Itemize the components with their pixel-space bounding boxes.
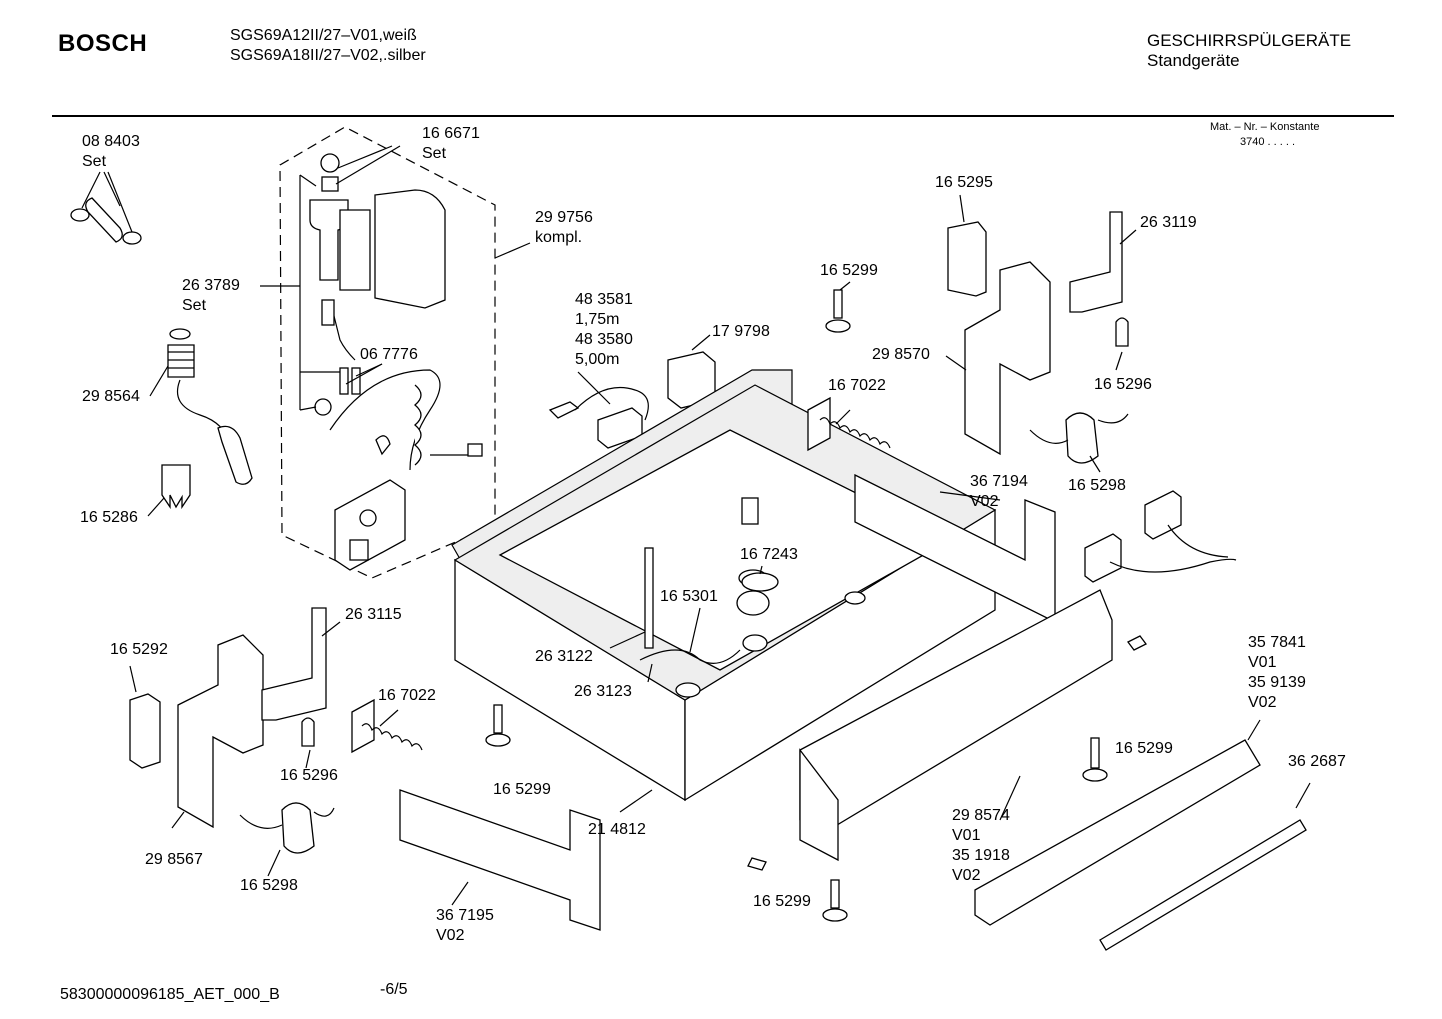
callout-label: 26 3123 bbox=[574, 683, 632, 700]
part-298574-plinth-front bbox=[799, 589, 1113, 862]
callout-label: 16 5295 bbox=[935, 174, 993, 191]
part-357841-kickplate bbox=[974, 719, 1261, 926]
callout-label: 16 7022 bbox=[828, 377, 886, 394]
part-263115-bracket bbox=[261, 607, 341, 721]
part-165298-sensor-left bbox=[239, 802, 335, 877]
callout-label: 16 5299 bbox=[820, 262, 878, 279]
part-165292-cover bbox=[129, 665, 161, 769]
part-165298-sensor-right bbox=[1029, 412, 1129, 473]
part-165299-foot-d bbox=[747, 635, 1147, 922]
part-367195-plinth-left bbox=[399, 789, 601, 931]
part-165299-foot-a bbox=[825, 281, 851, 333]
doc-id: 58300000096185_AET_000_B bbox=[60, 986, 280, 1003]
callout-label: 29 8567 bbox=[145, 851, 203, 868]
part-167243-gasket bbox=[741, 565, 779, 592]
callout-label: 21 4812 bbox=[588, 821, 646, 838]
part-167022-spring-right bbox=[807, 396, 891, 452]
callout-label: 17 9798 bbox=[712, 323, 770, 340]
part-167022-spring-left bbox=[351, 698, 423, 754]
callout-label: 26 3119 bbox=[1140, 214, 1197, 231]
part-298567-plate bbox=[171, 634, 264, 829]
part-263123-cable bbox=[609, 607, 741, 683]
callout-label: 29 8570 bbox=[872, 346, 930, 363]
part-valve-block bbox=[334, 479, 406, 571]
callout-label: 26 3122 bbox=[535, 648, 593, 665]
callout-label: 16 5298 bbox=[1068, 477, 1126, 494]
callout-label: 26 3115 bbox=[345, 606, 402, 623]
callout-label: 16 5298 bbox=[240, 877, 298, 894]
part-067776-clips bbox=[300, 363, 383, 395]
part-298570-plate bbox=[945, 261, 1051, 456]
part-214812-base-tub bbox=[451, 369, 997, 813]
callout-label: 16 7243 bbox=[740, 546, 798, 563]
model-line-2: SGS69A18II/27–V02,.silber bbox=[230, 47, 426, 64]
part-362687-trim bbox=[1099, 782, 1311, 951]
part-298564-spring-hose bbox=[149, 328, 253, 485]
callout-label: 16 5292 bbox=[110, 641, 168, 658]
part-165296-clip-left bbox=[301, 717, 315, 769]
part-263789-valve-set bbox=[260, 145, 531, 416]
mat-nr-label: Mat. – Nr. – Konstante bbox=[1210, 121, 1320, 133]
brand-logo: BOSCH bbox=[58, 30, 148, 57]
part-165299-foot-c bbox=[1082, 737, 1108, 782]
callout-label: 06 7776 bbox=[360, 346, 418, 363]
callout-label: 16 5296 bbox=[1094, 376, 1152, 393]
callout-label: 16 5296 bbox=[280, 767, 338, 784]
callout-label: 16 5299 bbox=[1115, 740, 1173, 757]
part-483581-cable bbox=[548, 371, 649, 449]
part-263119-bracket bbox=[1069, 211, 1137, 313]
callout-label: 16 5299 bbox=[493, 781, 551, 798]
part-connector-harness bbox=[1084, 490, 1237, 583]
model-line-1: SGS69A12II/27–V01,weiß bbox=[230, 27, 417, 44]
callout-label: 16 7022 bbox=[378, 687, 436, 704]
part-165286-clip bbox=[147, 464, 191, 517]
part-367194-side-panel bbox=[854, 473, 1056, 624]
part-coiled-hose bbox=[329, 369, 483, 471]
part-165299-foot-b bbox=[485, 704, 511, 747]
part-088403-hose-set bbox=[70, 171, 142, 245]
callout-label: 29 8564 bbox=[82, 388, 140, 405]
page-number: -6/5 bbox=[380, 981, 408, 998]
callout-label: 16 5299 bbox=[753, 893, 811, 910]
callout-label: 36 2687 bbox=[1288, 753, 1346, 770]
part-165296-clip-right bbox=[1115, 317, 1129, 371]
callout-label: 16 5286 bbox=[80, 509, 138, 526]
mat-nr-value: 3740 . . . . . bbox=[1240, 136, 1296, 148]
part-165295-bracket bbox=[947, 194, 987, 297]
category-title: GESCHIRRSPÜLGERÄTE bbox=[1147, 31, 1352, 50]
subcategory-title: Standgeräte bbox=[1147, 51, 1240, 70]
callout-label: 16 5301 bbox=[660, 588, 718, 605]
